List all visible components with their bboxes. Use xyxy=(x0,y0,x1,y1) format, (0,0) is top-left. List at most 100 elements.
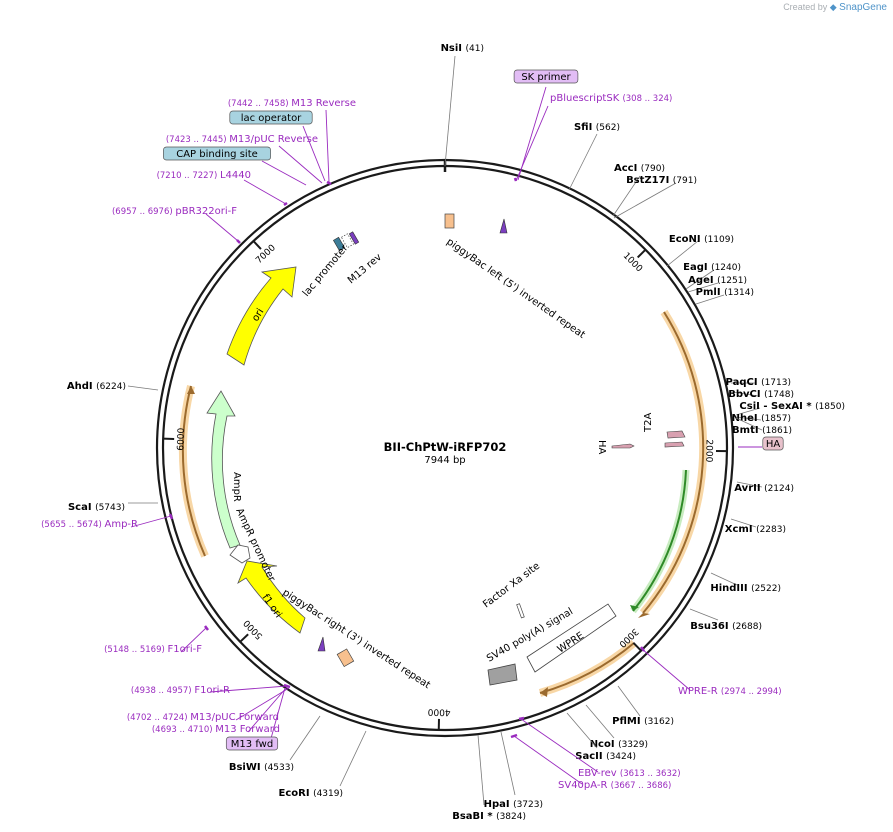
site-name: BmtI xyxy=(732,425,762,436)
primer-mark-m13rev[interactable] xyxy=(326,180,332,186)
primer-annotation[interactable]: (5148 .. 5169) F1ori-F xyxy=(104,627,207,655)
restriction-site[interactable]: NheI (1857) xyxy=(732,413,791,424)
restriction-site[interactable]: AhdI (6224) xyxy=(67,381,159,392)
restriction-site[interactable]: HindIII (2522) xyxy=(710,572,781,594)
site-position: (4319) xyxy=(313,789,343,799)
cap-site-box[interactable] xyxy=(332,236,346,252)
orange-feature-left-head xyxy=(187,386,195,394)
primer-annotation[interactable]: lac operator xyxy=(229,110,326,182)
site-position: (1850) xyxy=(815,402,845,412)
site-name: BsiWI xyxy=(229,762,264,773)
wpre-feature-box[interactable] xyxy=(526,603,617,673)
feature-label: piggyBac right (3') inverted repeat xyxy=(280,587,432,691)
primer-annotation[interactable]: (4938 .. 4957) F1ori-R xyxy=(131,685,288,696)
site-name: PmlI xyxy=(696,287,724,298)
primer-label-name: M13 fwd xyxy=(231,739,273,750)
primer-annotation[interactable]: (7442 .. 7458) M13 Reverse xyxy=(228,98,356,183)
restriction-site[interactable]: BbvCI (1748) xyxy=(728,389,794,400)
ha-feature-box[interactable] xyxy=(611,443,635,449)
primer-leader-line xyxy=(261,160,307,186)
f1-ori-arrow[interactable] xyxy=(237,560,306,634)
restriction-site[interactable]: EcoNI (1109) xyxy=(666,234,734,267)
restriction-site[interactable]: BsiWI (4533) xyxy=(229,715,321,773)
primer-annotation[interactable]: M13 fwd xyxy=(225,687,286,751)
restriction-site[interactable]: XcmI (2283) xyxy=(725,518,786,535)
feature-label: T2A xyxy=(643,413,654,433)
restriction-site[interactable]: ScaI (5743) xyxy=(68,502,158,513)
restriction-site[interactable]: BstZ17I (791) xyxy=(613,175,697,219)
restriction-site[interactable]: NsiI (41) xyxy=(441,43,484,167)
site-name: Bsu36I xyxy=(690,621,732,632)
site-leader-line xyxy=(339,730,367,787)
site-name: SfiI xyxy=(574,122,596,133)
site-name: AgeI xyxy=(688,275,717,286)
primer-name: L4440 xyxy=(220,170,251,181)
ori-feature-arrow[interactable] xyxy=(226,266,297,366)
primer-name: Amp-R xyxy=(105,519,139,530)
primer-label-box xyxy=(163,146,271,161)
site-leader-line xyxy=(666,240,699,267)
t2a-feature-box-2[interactable] xyxy=(664,441,685,448)
primer-annotation[interactable]: SV40pA-R (3667 .. 3686) xyxy=(513,735,671,791)
factor-xa-site-mark[interactable] xyxy=(516,603,525,619)
site-name: NheI xyxy=(732,413,761,424)
restriction-site[interactable]: PflMI (3162) xyxy=(612,685,674,727)
restriction-site[interactable]: SacII (3424) xyxy=(566,712,636,762)
site-leader-line xyxy=(689,608,719,621)
primer-annotation[interactable]: (5655 .. 5674) Amp-R xyxy=(41,515,172,530)
site-leader-line xyxy=(613,182,677,219)
primer-annotation[interactable]: pBluescriptSK (308 .. 324) xyxy=(515,93,672,182)
ampr-feature-arrow[interactable] xyxy=(206,390,241,549)
primer-annotation[interactable]: (4693 .. 4710) M13 Forward xyxy=(152,686,288,735)
primer-annotation[interactable]: CAP binding site xyxy=(163,146,307,186)
pbluescript-mini-feature[interactable] xyxy=(499,218,508,234)
site-leader-line xyxy=(736,481,763,488)
primer-annotation[interactable]: (6957 .. 6976) pBR322ori-F xyxy=(112,206,239,242)
primer-leader-line xyxy=(302,125,326,182)
restriction-site[interactable]: EagI (1240) xyxy=(683,262,741,290)
restriction-site[interactable]: HpaI (3723) xyxy=(484,731,543,810)
ampr-promoter-arrow[interactable] xyxy=(229,544,251,564)
site-label: CsiI - SexAI * (1850) xyxy=(739,401,845,412)
m13-rev-box[interactable] xyxy=(348,231,360,245)
orange-feature-bottom[interactable] xyxy=(539,642,635,694)
primer-leader-line xyxy=(513,735,583,785)
primer-annotation[interactable]: (7210 .. 7227) L4440 xyxy=(157,170,287,205)
restriction-site[interactable]: AvrII (2124) xyxy=(734,481,794,494)
primer-mark-ampr[interactable] xyxy=(168,513,174,520)
site-leader-line xyxy=(735,417,763,431)
restriction-site[interactable]: NcoI (3329) xyxy=(585,704,648,750)
restriction-site[interactable]: EcoRI (4319) xyxy=(279,730,367,799)
primer-annotation[interactable]: WPRE-R (2974 .. 2994) xyxy=(641,648,782,697)
primer-annotation[interactable]: (7423 .. 7445) M13/pUC Reverse xyxy=(166,134,323,184)
t2a-feature-box[interactable] xyxy=(666,430,686,439)
restriction-site[interactable]: AgeI (1251) xyxy=(687,275,747,293)
restriction-site[interactable]: PmlI (1314) xyxy=(696,287,754,305)
piggybac-right-box[interactable] xyxy=(336,648,355,668)
site-leader-line xyxy=(735,407,761,416)
restriction-site[interactable]: AccI (790) xyxy=(612,163,665,217)
site-label: NsiI (41) xyxy=(441,43,484,54)
site-name: EcoNI xyxy=(669,234,704,245)
primer-annotation[interactable]: (4702 .. 4724) M13/pUC Forward xyxy=(127,687,290,723)
orange-feature-left[interactable] xyxy=(181,385,206,557)
green-feature[interactable] xyxy=(632,469,687,612)
primer-annotation[interactable]: HA xyxy=(738,436,784,451)
lac-promoter-box[interactable] xyxy=(340,233,354,249)
site-label: PflMI (3162) xyxy=(612,716,674,727)
piggybac-left-box[interactable] xyxy=(444,213,455,229)
sv40-polya-box[interactable] xyxy=(487,663,518,686)
restriction-site[interactable]: BmtI (1861) xyxy=(732,417,792,436)
site-name: PaqCI xyxy=(726,377,762,388)
orange-feature-right[interactable] xyxy=(642,311,705,614)
f1-mini-feature[interactable] xyxy=(317,636,326,652)
primer-mark-ebv[interactable] xyxy=(518,716,525,721)
restriction-site[interactable]: BsaBI * (3824) xyxy=(452,734,526,822)
restriction-site[interactable]: Bsu36I (2688) xyxy=(689,608,762,632)
primer-mark-f1orif[interactable] xyxy=(204,625,209,631)
restriction-site[interactable]: CsiI - SexAI * (1850) xyxy=(735,401,845,416)
primer-annotation[interactable]: EBV-rev (3613 .. 3632) xyxy=(520,718,681,779)
restriction-site[interactable]: PaqCI (1713) xyxy=(726,377,791,388)
restriction-site[interactable]: SfiI (562) xyxy=(568,122,620,191)
